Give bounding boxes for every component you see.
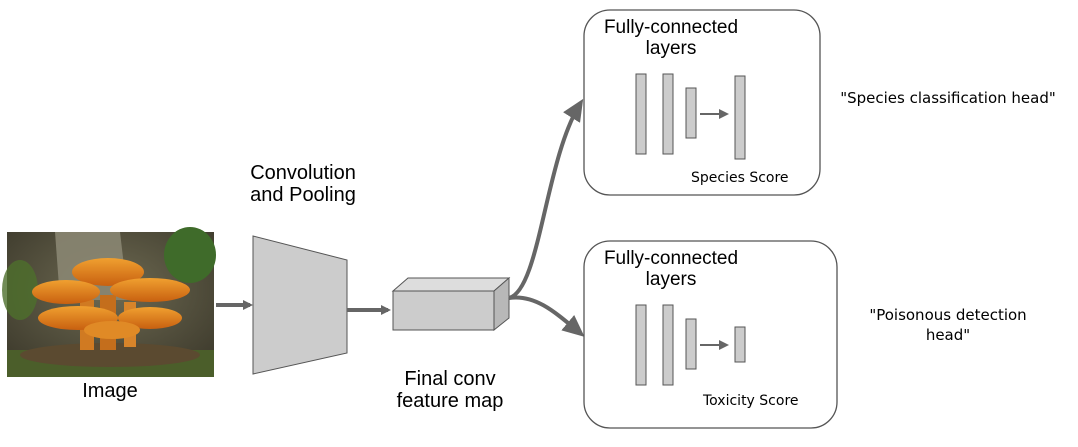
conv-pooling-block bbox=[252, 235, 348, 375]
toxicity-head-title-line2: layers bbox=[645, 269, 697, 291]
feature-map-label-line2: feature map bbox=[396, 390, 504, 413]
species-head-title: Fully-connected layers bbox=[596, 17, 746, 60]
toxicity-head-annotation: "Poisonous detection head" bbox=[848, 306, 1048, 345]
conv-pooling-label-line1: Convolution bbox=[250, 162, 356, 184]
arrow-to-toxicity-head bbox=[508, 295, 585, 337]
species-head-annotation: "Species classification head" bbox=[840, 89, 1056, 107]
species-head-box bbox=[583, 9, 821, 196]
toxicity-head-title: Fully-connected layers bbox=[596, 248, 746, 291]
feature-map-block bbox=[391, 276, 511, 332]
conv-pooling-label: Convolution and Pooling bbox=[228, 162, 378, 207]
image-label: Image bbox=[82, 380, 138, 402]
conv-pooling-label-line2: and Pooling bbox=[250, 184, 356, 207]
feature-map-label: Final conv feature map bbox=[380, 368, 520, 413]
toxicity-score-label: Toxicity Score bbox=[703, 393, 799, 409]
toxicity-head-title-line1: Fully-connected bbox=[603, 248, 739, 269]
toxicity-head-annotation-line1: "Poisonous detection bbox=[869, 306, 1027, 324]
species-score-label: Species Score bbox=[691, 170, 789, 186]
species-head-title-line1: Fully-connected bbox=[603, 17, 739, 38]
toxicity-head-annotation-line2: head" bbox=[925, 325, 971, 344]
toxicity-head-box bbox=[583, 240, 838, 429]
feature-map-label-line1: Final conv bbox=[404, 368, 496, 390]
species-head-title-line2: layers bbox=[645, 38, 697, 60]
input-image bbox=[2, 227, 216, 377]
arrow-to-species-head bbox=[508, 98, 584, 300]
